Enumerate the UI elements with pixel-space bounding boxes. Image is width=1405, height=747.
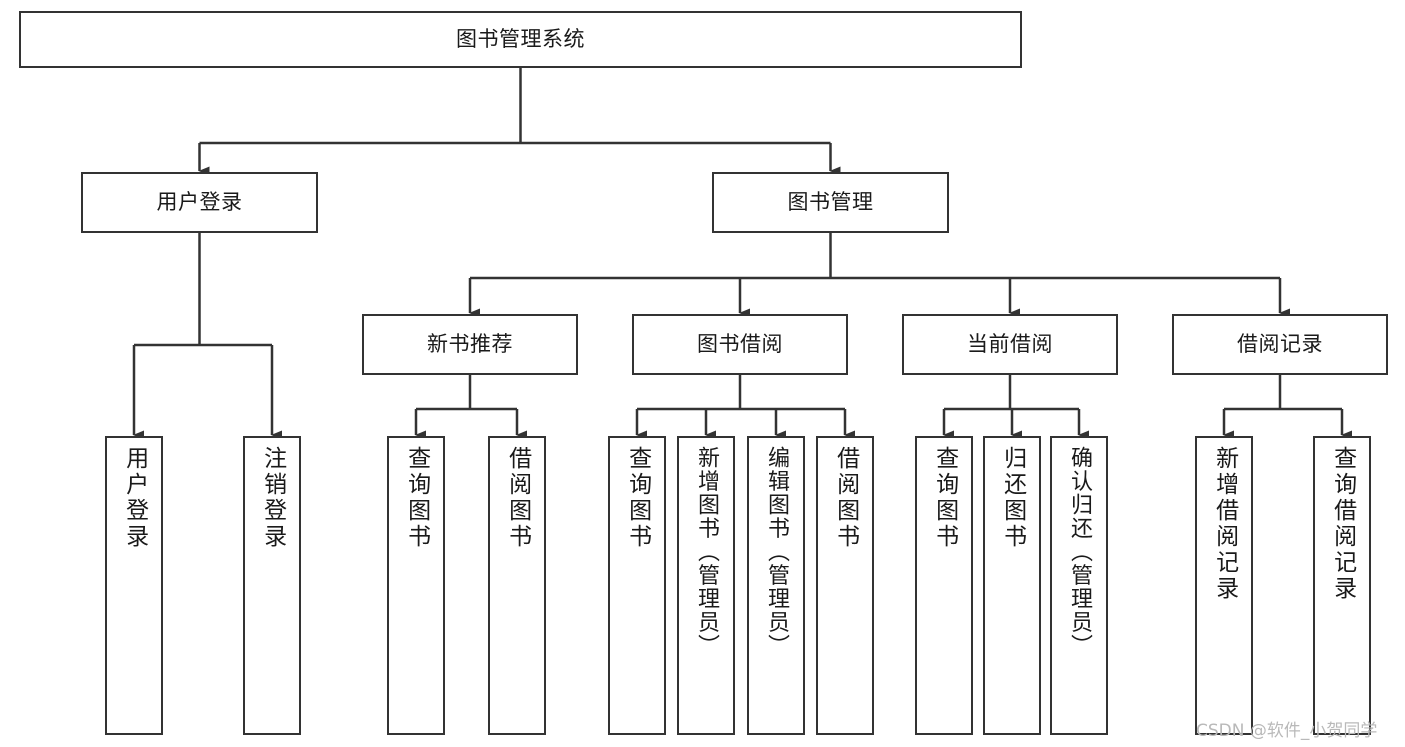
node-label: 用户登录 (156, 190, 243, 215)
node-label: 查询图书 (931, 446, 958, 550)
node-user-login[interactable]: 用户登录 (81, 172, 318, 233)
node-label: 查询借阅记录 (1329, 446, 1356, 602)
node-label: 借阅记录 (1237, 332, 1323, 357)
node-label: 归还图书 (999, 446, 1026, 550)
node-leaf-confirm-return[interactable]: 确认归还（管理员） (1050, 436, 1108, 735)
node-leaf-query-book-2[interactable]: 查询图书 (608, 436, 666, 735)
node-leaf-user-login[interactable]: 用户登录 (105, 436, 163, 735)
node-leaf-edit-book[interactable]: 编辑图书（管理员） (747, 436, 805, 735)
node-leaf-borrow-book-2[interactable]: 借阅图书 (816, 436, 874, 735)
node-label: 确认归还（管理员） (1066, 446, 1092, 658)
node-label: 图书管理 (787, 190, 874, 215)
node-book-borrow[interactable]: 图书借阅 (632, 314, 848, 375)
node-leaf-query-record[interactable]: 查询借阅记录 (1313, 436, 1371, 735)
node-label: 借阅图书 (832, 446, 859, 550)
node-leaf-query-book-3[interactable]: 查询图书 (915, 436, 973, 735)
node-label: 查询图书 (403, 446, 430, 550)
node-label: 注销登录 (259, 446, 286, 550)
node-label: 查询图书 (624, 446, 651, 550)
node-label: 新增借阅记录 (1211, 446, 1238, 602)
node-leaf-add-book[interactable]: 新增图书（管理员） (677, 436, 735, 735)
node-leaf-return-book[interactable]: 归还图书 (983, 436, 1041, 735)
node-label: 编辑图书（管理员） (763, 446, 789, 658)
watermark-text: CSDN @软件_小贺同学 (1196, 721, 1378, 741)
node-root[interactable]: 图书管理系统 (19, 11, 1022, 68)
node-label: 当前借阅 (967, 332, 1053, 357)
node-new-book-rec[interactable]: 新书推荐 (362, 314, 578, 375)
node-leaf-query-book-1[interactable]: 查询图书 (387, 436, 445, 735)
node-label: 新书推荐 (427, 332, 513, 357)
node-label: 用户登录 (121, 446, 148, 550)
node-leaf-add-record[interactable]: 新增借阅记录 (1195, 436, 1253, 735)
node-label: 新增图书（管理员） (693, 446, 719, 658)
node-book-manage[interactable]: 图书管理 (712, 172, 949, 233)
node-leaf-logout[interactable]: 注销登录 (243, 436, 301, 735)
node-label: 图书管理系统 (456, 27, 585, 52)
node-label: 图书借阅 (697, 332, 783, 357)
node-borrow-record[interactable]: 借阅记录 (1172, 314, 1388, 375)
node-leaf-borrow-book-1[interactable]: 借阅图书 (488, 436, 546, 735)
node-current-borrow[interactable]: 当前借阅 (902, 314, 1118, 375)
node-label: 借阅图书 (504, 446, 531, 550)
